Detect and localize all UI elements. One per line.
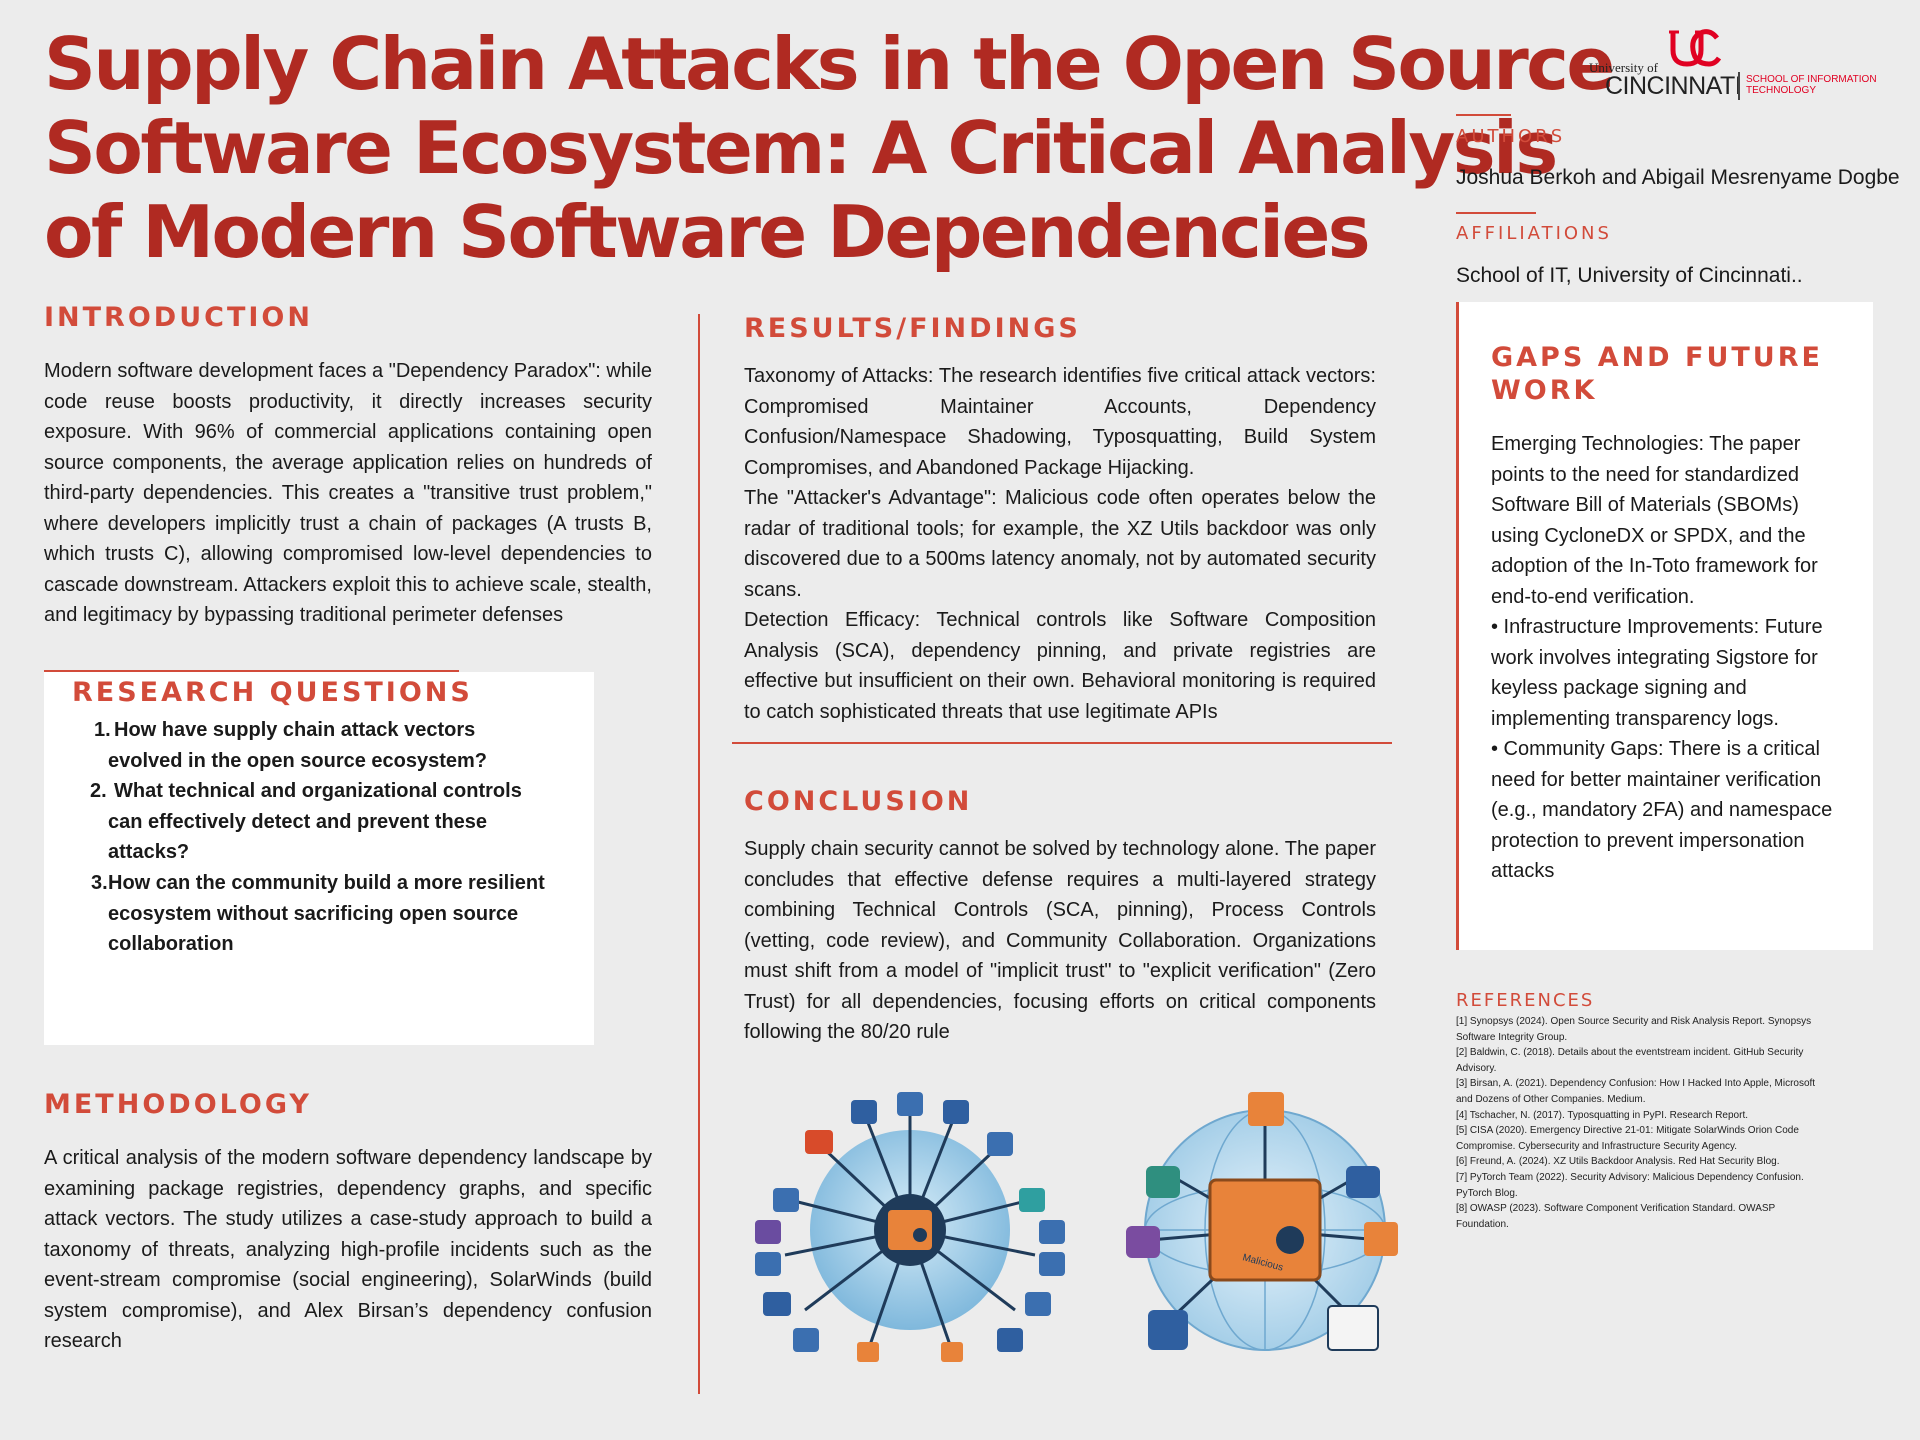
gaps-line: using CycloneDX or SPDX, and the (1491, 524, 1806, 547)
bug-icon (913, 1228, 927, 1242)
research-question-1: 1. How have supply chain attack vectors … (90, 715, 570, 807)
research-question-3-line-2: ecosystem without sacrificing open sourc… (108, 902, 519, 925)
reference-line: Software Integrity Group. (1456, 1031, 1568, 1043)
research-question-2-line-3: attacks? (108, 841, 190, 863)
gaps-line: need for better maintainer verification (1491, 768, 1822, 791)
reference-line: [8] OWASP (2023). Software Component Ver… (1456, 1203, 1776, 1215)
research-questions-card (44, 672, 594, 1045)
gaps-line: • Infrastructure Improvements: Future (1491, 616, 1823, 638)
dependency-hub-illustration (755, 1092, 1065, 1362)
results-paragraph-3: Detection Efficacy: Technical controls l… (744, 609, 1376, 723)
reference-line: [4] Tschacher, N. (2017). Typosquatting … (1456, 1109, 1749, 1121)
logo-divider (1738, 72, 1740, 100)
research-questions-rule (44, 670, 459, 672)
reference-line: [5] CISA (2020). Emergency Directive 21-… (1456, 1125, 1799, 1137)
reference-line: [7] PyTorch Team (2022). Security Adviso… (1456, 1171, 1804, 1183)
gaps-line: adoption of the In-Toto framework for (1491, 555, 1818, 577)
bug-icon (1276, 1226, 1304, 1254)
gaps-text: Emerging Technologies: The paper points … (1491, 429, 1861, 887)
research-question-2: 2. What technical and organizational con… (90, 776, 570, 898)
gaps-line: Software Bill of Materials (SBOMs) (1491, 494, 1799, 516)
logo-school-line-1: SCHOOL OF INFORMATION (1746, 74, 1877, 85)
research-question-2-num: 2. (90, 780, 107, 802)
conclusion-text: Supply chain security cannot be solved b… (744, 838, 1376, 1043)
malicious-box-icon (1208, 1178, 1322, 1282)
gaps-card (1456, 302, 1873, 950)
logo-cincinnati: CINCINNATI (1605, 72, 1742, 100)
reference-line: [6] Freund, A. (2024). XZ Utils Backdoor… (1456, 1156, 1780, 1168)
gaps-line: protection to prevent impersonation (1491, 829, 1805, 852)
results-rule (732, 742, 1392, 744)
research-question-2-line-2: can effectively detect and prevent these (108, 810, 488, 833)
authors-names: Joshua Berkoh and Abigail Mesrenyame Dog… (1456, 166, 1900, 189)
affiliations-label: AFFILIATIONS (1456, 223, 1612, 244)
introduction-text: Modern software development faces a "Dep… (44, 360, 652, 626)
title-line-2: Software Ecosystem: A Critical Analysis (44, 106, 1558, 190)
introduction-heading: INTRODUCTION (44, 302, 313, 333)
title-line-1: Supply Chain Attacks in the Open Source (44, 22, 1615, 106)
methodology-text: A critical analysis of the modern softwa… (44, 1147, 652, 1352)
gaps-heading-line-2: WORK (1491, 375, 1598, 406)
gaps-line: implementing transparency logs. (1491, 707, 1779, 730)
reference-line: [1] Synopsys (2024). Open Source Securit… (1456, 1016, 1812, 1027)
malicious-package-icon (888, 1210, 932, 1250)
methodology-heading: METHODOLOGY (44, 1089, 312, 1120)
reference-line: Foundation. (1456, 1218, 1509, 1230)
logo-university-of: University of (1589, 60, 1658, 75)
column-divider (698, 314, 700, 1394)
research-question-1-num: 1. (94, 719, 111, 741)
research-question-1-line-2: evolved in the open source ecosystem? (108, 749, 488, 772)
gaps-line: end-to-end verification. (1491, 585, 1695, 608)
title-line-3: of Modern Software Dependencies (44, 190, 1371, 274)
references-list: [1] Synopsys (2024). Open Source Securit… (1456, 1014, 1856, 1232)
references-heading: REFERENCES (1456, 990, 1595, 1011)
conclusion-heading: CONCLUSION (744, 786, 973, 817)
authors-rule (1456, 114, 1511, 116)
gaps-line: attacks (1491, 860, 1555, 882)
results-paragraph-2: The "Attacker's Advantage": Malicious co… (744, 487, 1376, 601)
research-question-2-line-1: What technical and organizational contro… (114, 780, 522, 802)
reference-line: Advisory. (1456, 1062, 1497, 1074)
gaps-line: Emerging Technologies: The paper (1491, 433, 1801, 455)
gaps-line: (e.g., mandatory 2FA) and namespace (1491, 799, 1833, 821)
authors-label: AUTHORS (1456, 126, 1566, 147)
poster-title: Supply Chain Attacks in the Open Source … (44, 22, 1615, 274)
gaps-card-accent (1456, 302, 1459, 950)
gaps-line: points to the need for standardized (1491, 463, 1799, 486)
gaps-line: work involves integrating Sigstore for (1491, 646, 1818, 669)
research-question-3: 3. How can the community build a more re… (90, 868, 570, 960)
gaps-heading: GAPS AND FUTURE WORK (1491, 341, 1823, 407)
reference-line: Compromise. Cybersecurity and Infrastruc… (1456, 1140, 1738, 1152)
university-logo: University of CINCINNATI SCHOOL OF INFOR… (1585, 24, 1885, 104)
uc-monogram-icon (1669, 29, 1722, 67)
reference-line: and Dozens of Other Companies. Medium. (1456, 1093, 1646, 1105)
research-question-3-line-3: collaboration (108, 933, 234, 955)
research-question-3-line-1: How can the community build a more resil… (108, 872, 545, 894)
affiliations-text: School of IT, University of Cincinnati.. (1456, 264, 1803, 287)
gaps-line: keyless package signing and (1491, 677, 1747, 699)
results-body: Taxonomy of Attacks: The research identi… (744, 361, 1376, 727)
affiliations-rule (1456, 212, 1536, 214)
reference-line: [3] Birsan, A. (2021). Dependency Confus… (1456, 1078, 1816, 1090)
research-questions-heading: RESEARCH QUESTIONS (72, 677, 473, 708)
research-question-list: 1. How have supply chain attack vectors … (90, 715, 570, 960)
target-node-icons (1126, 1092, 1398, 1351)
logo-school-line-2: TECHNOLOGY (1746, 85, 1817, 96)
gaps-heading-line-1: GAPS AND FUTURE (1491, 342, 1823, 373)
research-question-1-line-1: How have supply chain attack vectors (114, 719, 476, 741)
research-question-3-num: 3. (91, 872, 108, 894)
results-paragraph-1: Taxonomy of Attacks: The research identi… (744, 365, 1376, 479)
reference-line: PyTorch Blog. (1456, 1187, 1518, 1199)
results-heading: RESULTS/FINDINGS (744, 313, 1081, 344)
package-node-icons (755, 1092, 1065, 1362)
reference-line: [2] Baldwin, C. (2018). Details about th… (1456, 1047, 1804, 1059)
gaps-line: • Community Gaps: There is a critical (1491, 738, 1820, 760)
malicious-package-illustration: Malicious (1126, 1092, 1398, 1351)
